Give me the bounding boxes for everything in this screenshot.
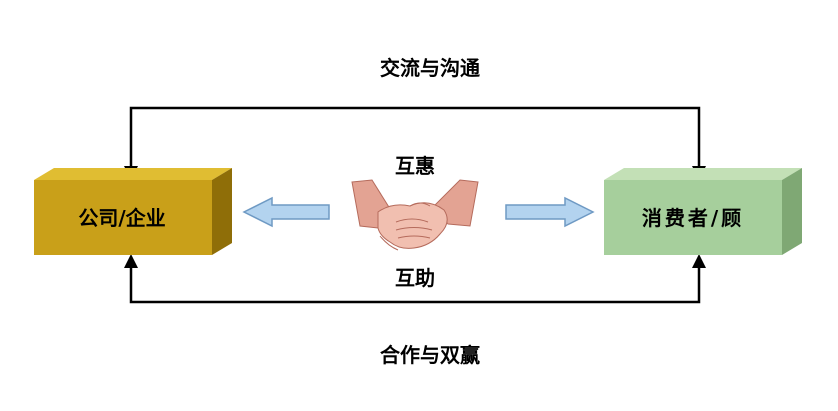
consumer-box: 消费者/顾 xyxy=(604,168,802,255)
bottom-right-arrowhead xyxy=(692,254,706,268)
consumer-box-top xyxy=(604,168,802,180)
handshake-icon xyxy=(351,179,479,251)
mutual-benefit-label: 互惠 xyxy=(395,154,435,178)
bottom-connector-line xyxy=(129,266,701,304)
company-box-label: 公司/企业 xyxy=(78,206,165,230)
company-box-front xyxy=(34,180,212,255)
consumer-box-label: 消费者/顾 xyxy=(642,206,744,230)
consumer-box-side xyxy=(782,168,802,255)
left-block-arrow xyxy=(242,196,330,228)
company-box: 公司/企业 xyxy=(34,168,232,255)
company-box-side xyxy=(212,168,232,255)
bottom-flow-label: 合作与双赢 xyxy=(380,343,480,367)
consumer-box-front xyxy=(604,180,782,255)
right-block-arrow xyxy=(505,196,595,228)
bottom-left-arrowhead xyxy=(124,254,138,268)
top-connector-line xyxy=(129,106,701,166)
company-box-top xyxy=(34,168,232,180)
mutual-help-label: 互助 xyxy=(395,266,435,290)
top-flow-label: 交流与沟通 xyxy=(380,56,480,80)
